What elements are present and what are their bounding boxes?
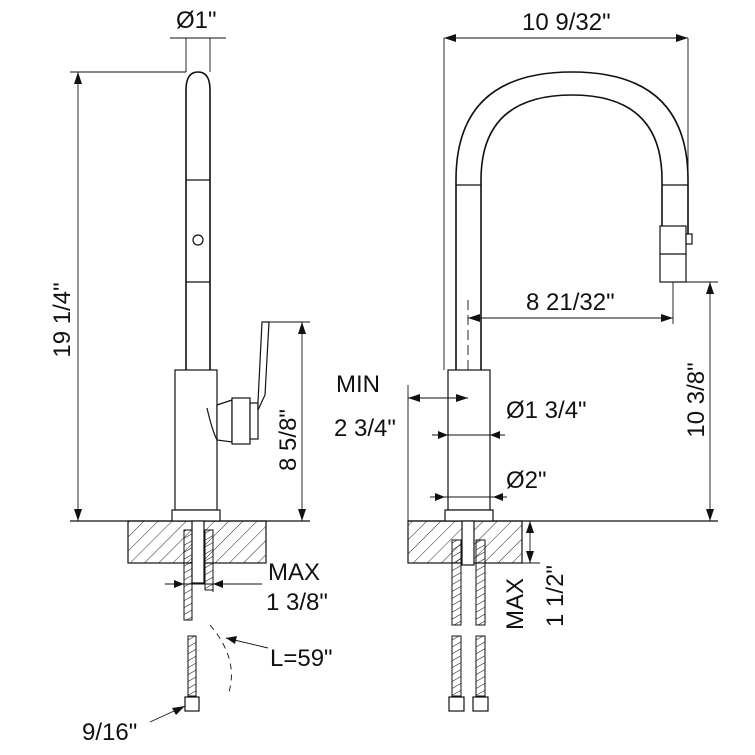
side-hose-right: [204, 529, 214, 591]
side-faucet-body: [174, 369, 218, 511]
side-max-value: 1 3/8": [266, 589, 328, 616]
side-handle-ring: [249, 402, 259, 440]
front-clearance-label: 10 3/8": [683, 362, 710, 437]
front-reach-spout-label: 8 21/32": [526, 289, 615, 316]
side-height-label: 19 1/4": [49, 282, 76, 357]
front-gooseneck-outer: [455, 71, 689, 370]
side-spray-button: [192, 234, 204, 246]
front-view: 10 9/32" 8 21/32" 10 3/8" MIN 2 3/4" Ø1 …: [334, 9, 718, 712]
side-faucet-base: [171, 509, 221, 522]
side-max-label: MAX: [268, 559, 320, 586]
front-hose-left-lower: [451, 635, 462, 697]
side-handle-cartridge: [216, 399, 233, 443]
front-hose-left: [451, 539, 462, 626]
side-spout-tube: [185, 71, 211, 370]
front-connector-right: [472, 696, 489, 712]
front-connector-left: [448, 696, 465, 712]
side-hose-connector: [184, 696, 200, 712]
front-hose-right-lower: [475, 635, 486, 697]
side-hose-sweep: [209, 624, 232, 696]
side-spout-dia-label: Ø1": [176, 7, 217, 34]
front-base-dia-label: Ø2": [506, 467, 547, 494]
side-hose-left: [183, 529, 193, 621]
side-view: Ø1" 19 1/4" 8 5/8" MAX 1 3/8" L=59" 9/16…: [49, 7, 333, 746]
front-min-value: 2 3/4": [334, 415, 396, 442]
front-max-value: 1 1/2": [542, 565, 569, 627]
side-handle-curve: [206, 407, 218, 441]
front-min-label: MIN: [336, 371, 380, 398]
side-shank: [191, 520, 205, 584]
front-gooseneck-inner: [480, 94, 663, 370]
side-handle-height-label: 8 5/8": [275, 409, 302, 471]
side-handle-hub: [231, 397, 251, 445]
front-shank: [461, 520, 475, 566]
side-hose-length-label: L=59": [270, 645, 333, 672]
front-body-dia-label: Ø1 3/4": [506, 397, 587, 424]
front-max-label: MAX: [502, 578, 529, 630]
front-hose-right: [475, 539, 486, 626]
front-faucet-base: [444, 509, 494, 522]
side-connector-label: 9/16": [82, 719, 137, 746]
front-reach-overall-label: 10 9/32": [522, 9, 611, 36]
front-faucet-body: [447, 369, 491, 511]
side-hose-lower: [187, 635, 197, 697]
side-handle-lever: [257, 321, 270, 411]
front-spray-button: [685, 233, 693, 245]
